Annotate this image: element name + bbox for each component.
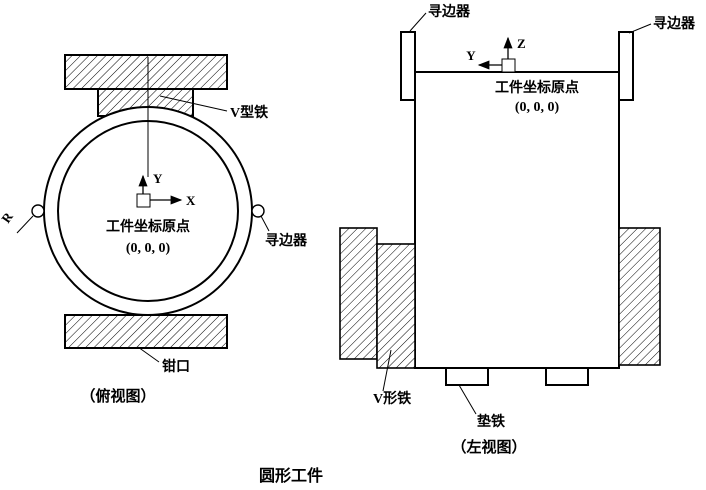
edge-finder-probe-left (31, 204, 45, 218)
origin-marker-box (136, 193, 151, 208)
x-axis-label: X (186, 193, 196, 208)
y-axis-label: Y (153, 171, 163, 186)
origin-label: 工件坐标原点 (106, 218, 190, 235)
pad-leader-line (458, 384, 477, 415)
bottom-jaw-block (64, 314, 228, 349)
edge-finder-probe-right (251, 204, 265, 218)
side-view: Z Y 工件坐标原点 (0, 0, 0) 寻边器 寻边器 V形铁 垫铁 （左视图… (339, 4, 696, 456)
origin-coordinates: (0, 0, 0) (126, 241, 171, 256)
top-jaw-block (64, 54, 228, 90)
radius-leader-line (16, 215, 34, 234)
origin-marker-box (501, 58, 516, 73)
jaw-label: 钳口 (162, 358, 190, 375)
v-block-outer-left (339, 227, 378, 360)
top-view: Y X 工件坐标原点 (0, 0, 0) R V型铁 寻边器 钳口 （俯视图） (0, 54, 308, 405)
edge-finder-leader-line (260, 215, 270, 232)
edge-finder-left-label: 寻边器 (428, 4, 471, 20)
v-block-inner-left (376, 243, 416, 369)
side-view-caption: （左视图） (451, 438, 526, 456)
radius-label: R (0, 209, 16, 226)
edge-finder-label: 寻边器 (265, 233, 308, 249)
pad-label: 垫铁 (477, 413, 505, 430)
v-block-label: V型铁 (230, 104, 268, 121)
v-block-label: V形铁 (373, 390, 411, 407)
drawing-title: 圆形工件 (259, 466, 323, 485)
workpiece-body (414, 71, 620, 369)
z-axis-label: Z (517, 36, 526, 51)
edge-finder-bar-left (400, 31, 416, 101)
v-block-leader-line (382, 349, 392, 392)
edge-finder-left-leader-line (409, 12, 427, 32)
edge-finder-right-label: 寻边器 (653, 16, 696, 32)
origin-label: 工件坐标原点 (495, 79, 579, 96)
edge-finder-bar-right (618, 31, 634, 101)
edge-finder-right-leader-line (628, 23, 652, 34)
pad-block-left (445, 367, 489, 386)
jaw-leader-line (137, 346, 160, 363)
origin-coordinates: (0, 0, 0) (515, 100, 560, 115)
v-block-right (618, 227, 661, 366)
pad-block-right (545, 367, 589, 386)
v-block-leader-line (159, 95, 228, 112)
y-axis-label: Y (466, 48, 476, 63)
top-view-caption: （俯视图） (80, 387, 155, 405)
